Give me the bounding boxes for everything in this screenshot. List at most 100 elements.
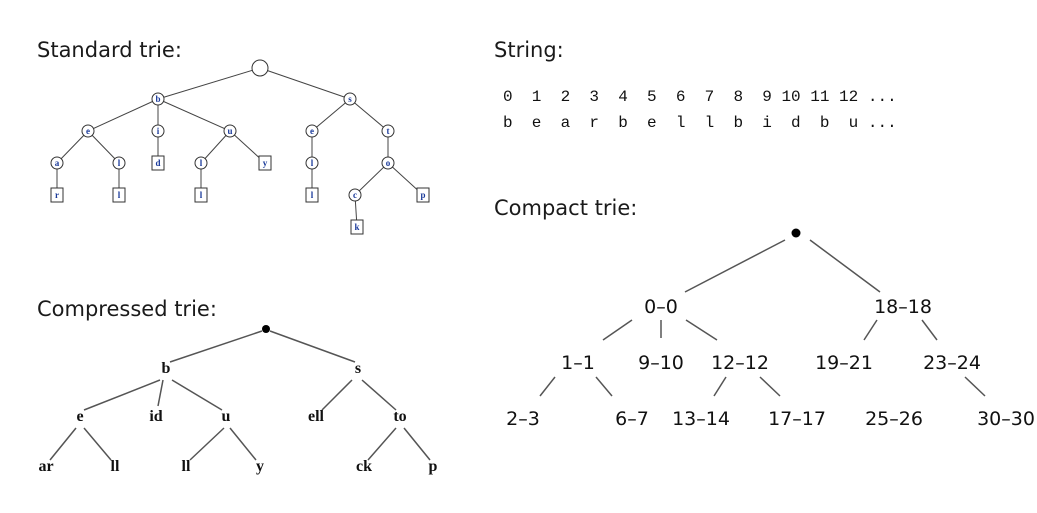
compact-node-n3030: 30–30	[977, 408, 1035, 430]
compressed-edge-3	[157, 379, 164, 407]
std-node-l3b: l	[305, 187, 319, 203]
compressed-node-u: u	[222, 408, 231, 425]
compact-edge-6	[921, 319, 938, 341]
compact-node-n910: 9–10	[638, 352, 684, 374]
std-node-label: b	[155, 94, 160, 104]
compressed-node-y: y	[256, 458, 264, 475]
std-edge-b-e1	[87, 98, 159, 132]
std-node-label: l	[311, 190, 314, 200]
compact-edge-9	[713, 376, 727, 397]
compact-node-n23: 2–3	[506, 408, 540, 430]
standard-trie-heading: Standard trie:	[37, 38, 182, 62]
std-node-label: p	[420, 190, 425, 200]
std-node-k: k	[350, 219, 364, 235]
string-characters: b e a r b e l l b i d b u ...	[503, 114, 897, 132]
std-edge-e1-a	[56, 130, 89, 164]
std-node-y: y	[258, 155, 272, 171]
compact-edge-7	[539, 376, 556, 397]
std-node-e2: e	[305, 124, 319, 138]
std-edge-u-l2	[200, 130, 231, 164]
std-node-e1: e	[81, 124, 95, 138]
std-node-p: p	[416, 187, 430, 203]
compressed-edge-5	[321, 379, 353, 411]
compact-root-dot	[791, 228, 801, 238]
std-node-u: u	[223, 124, 237, 138]
compressed-edge-2	[83, 379, 161, 411]
compact-node-n2526: 25–26	[865, 408, 923, 430]
std-node-root	[251, 59, 269, 77]
compressed-node-id: id	[149, 408, 162, 425]
std-node-l1: l	[112, 156, 126, 170]
compressed-node-ck: ck	[356, 458, 372, 475]
std-node-label: e	[86, 126, 90, 136]
compressed-edge-9	[189, 427, 225, 461]
compact-edge-0	[684, 239, 786, 293]
std-node-label: k	[354, 222, 359, 232]
standard-trie-edges	[56, 67, 424, 228]
compressed-trie-edges	[49, 330, 431, 461]
std-edge-o-c	[354, 162, 389, 196]
compact-trie-edges	[539, 239, 986, 397]
std-node-l2b: l	[194, 187, 208, 203]
std-node-r: r	[50, 187, 64, 203]
compact-node-n00: 0–0	[644, 296, 678, 318]
compact-node-n1921: 19–21	[815, 352, 873, 374]
std-node-label: r	[55, 190, 59, 200]
compressed-trie-heading: Compressed trie:	[37, 297, 217, 321]
std-node-b: b	[151, 92, 165, 106]
std-node-l2: l	[194, 156, 208, 170]
std-node-label: s	[348, 94, 352, 104]
compact-node-n1212: 12–12	[711, 352, 769, 374]
compact-edge-8	[595, 376, 613, 397]
compressed-edge-12	[403, 427, 431, 461]
compressed-node-e: e	[76, 408, 83, 425]
std-node-a: a	[50, 156, 64, 170]
compressed-edge-0	[169, 330, 263, 363]
std-edge-root-b	[157, 67, 261, 100]
std-node-label: o	[386, 158, 391, 168]
std-node-c: c	[348, 188, 362, 202]
std-node-s: s	[343, 92, 357, 106]
std-edge-s-e2	[311, 98, 351, 132]
std-node-label: l	[200, 190, 203, 200]
compressed-node-ell: ell	[308, 408, 325, 425]
compressed-edge-10	[229, 427, 257, 461]
compact-edge-4	[685, 319, 718, 341]
compact-edge-2	[602, 319, 633, 341]
compressed-node-ar: ar	[38, 458, 53, 475]
compact-edge-5	[863, 319, 878, 341]
std-node-l3: l	[305, 156, 319, 170]
std-node-label: l	[311, 158, 314, 168]
compressed-edge-1	[269, 330, 356, 363]
compressed-node-s: s	[355, 360, 361, 377]
compressed-node-ll2: ll	[182, 458, 191, 475]
std-node-l1b: l	[112, 187, 126, 203]
compressed-edge-7	[49, 427, 77, 461]
compressed-node-p: p	[429, 458, 438, 475]
string-indices: 0 1 2 3 4 5 6 7 8 9 10 11 12 ...	[503, 88, 897, 106]
std-edge-b-u	[157, 98, 231, 132]
std-node-label: c	[353, 190, 357, 200]
compact-node-n11: 1–1	[561, 352, 595, 374]
std-node-o: o	[381, 156, 395, 170]
compact-node-n1818: 18–18	[874, 296, 932, 318]
compressed-node-ll1: ll	[111, 458, 120, 475]
std-node-label: t	[387, 126, 390, 136]
compact-trie-heading: Compact trie:	[494, 196, 638, 220]
std-edge-root-s	[259, 67, 351, 100]
compact-node-n1314: 13–14	[672, 408, 730, 430]
compressed-edge-4	[171, 379, 223, 411]
compressed-root-dot	[262, 325, 270, 333]
std-edge-s-t	[349, 98, 389, 132]
compact-edge-1	[809, 239, 881, 293]
std-node-label: u	[227, 126, 232, 136]
compact-edge-10	[759, 376, 781, 397]
compact-node-n67: 6–7	[615, 408, 649, 430]
string-heading: String:	[494, 38, 564, 62]
compressed-edge-8	[83, 427, 112, 461]
compressed-node-to: to	[393, 408, 406, 425]
